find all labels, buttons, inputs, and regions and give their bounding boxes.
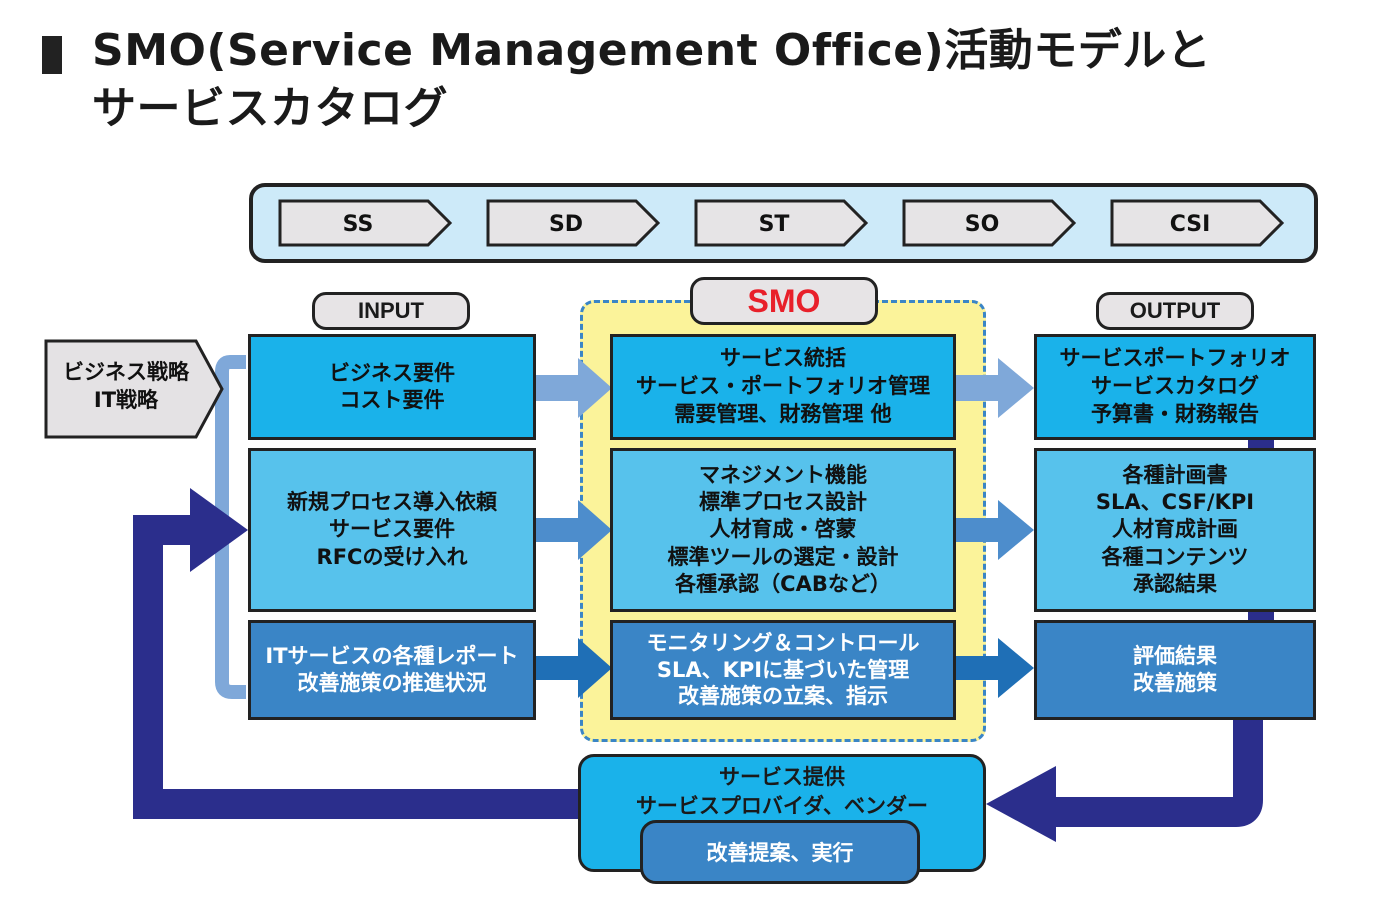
- phase-arrow: [278, 199, 453, 247]
- input-1-line: コスト要件: [339, 388, 445, 412]
- output-2-line: 承認結果: [1133, 571, 1217, 596]
- output-box-3: 評価結果 改善施策: [1034, 620, 1316, 720]
- output-box-1: サービスポートフォリオ サービスカタログ 予算書・財務報告: [1034, 334, 1316, 440]
- phase-arrow: [1110, 199, 1285, 247]
- flow-arrow-input-smo-2: [536, 500, 612, 560]
- smo-1-line: 需要管理、財務管理 他: [674, 401, 892, 426]
- smo-1-line: サービス統括: [720, 346, 846, 371]
- output-3-line: 改善施策: [1133, 671, 1217, 695]
- smo-2-line: 標準プロセス設計: [699, 490, 867, 515]
- input-1-line: ビジネス要件: [329, 360, 455, 385]
- smo-box-1: サービス統括 サービス・ポートフォリオ管理 需要管理、財務管理 他: [610, 334, 956, 440]
- feedback-return-line: [133, 515, 580, 819]
- output-header: OUTPUT: [1096, 292, 1254, 330]
- smo-2-line: 各種承認（CABなど）: [675, 571, 891, 596]
- smo-2-line: 標準ツールの選定・設計: [667, 544, 899, 569]
- feedback-arrowhead-right: [986, 766, 1056, 842]
- business-strategy-line: ビジネス戦略: [63, 360, 189, 384]
- feedback-loop-arrow: [1040, 716, 1263, 827]
- smo-box-3: モニタリング＆コントロール SLA、KPIに基づいた管理 改善施策の立案、指示: [610, 620, 956, 720]
- it-strategy-line: IT戦略: [93, 388, 159, 413]
- provider-line: サービスプロバイダ、ベンダー: [635, 794, 929, 818]
- smo-3-line: モニタリング＆コントロール: [646, 630, 920, 655]
- flow-arrow-input-smo-3: [536, 638, 612, 698]
- phase-label: SD: [549, 212, 583, 237]
- flow-arrow-smo-output-1: [956, 358, 1034, 418]
- smo-2-line: 人材育成・啓蒙: [709, 517, 857, 542]
- phase-label: ST: [759, 212, 790, 237]
- phase-arrow: [902, 199, 1077, 247]
- business-strategy-shape: [44, 339, 224, 439]
- flow-arrow-smo-output-2: [956, 500, 1034, 560]
- page-title: SMO(Service Management Office)活動モデルと サービ…: [92, 22, 1211, 138]
- phase-arrow: [486, 199, 661, 247]
- input-box-3: ITサービスの各種レポート 改善施策の推進状況: [248, 620, 536, 720]
- smo-1-line: サービス・ポートフォリオ管理: [636, 374, 930, 399]
- smo-3-line: SLA、KPIに基づいた管理: [656, 657, 910, 682]
- input-3-line: ITサービスの各種レポート: [265, 643, 519, 668]
- title-marker: [42, 36, 62, 74]
- output-2-line: 各種計画書: [1122, 462, 1228, 487]
- feedback-arrowhead-left: [190, 488, 248, 572]
- improvement-action-box: 改善提案、実行: [640, 820, 920, 884]
- input-2-line: 新規プロセス導入依頼: [287, 490, 497, 515]
- output-2-line: SLA、CSF/KPI: [1095, 490, 1255, 515]
- phase-label: SS: [343, 212, 374, 237]
- input-2-line: RFCの受け入れ: [316, 544, 468, 569]
- smo-box-2: マネジメント機能 標準プロセス設計 人材育成・啓蒙 標準ツールの選定・設計 各種…: [610, 448, 956, 612]
- flow-arrow-input-smo-1: [536, 358, 612, 418]
- input-box-2: 新規プロセス導入依頼 サービス要件 RFCの受け入れ: [248, 448, 536, 612]
- phase-label: SO: [965, 212, 1000, 237]
- input-2-line: サービス要件: [329, 517, 455, 542]
- input-3-line: 改善施策の推進状況: [297, 671, 487, 695]
- smo-header: SMO: [690, 277, 878, 325]
- title-line-1: SMO(Service Management Office)活動モデルと: [92, 25, 1212, 76]
- output-2-line: 各種コンテンツ: [1101, 544, 1249, 569]
- output-1-line: 予算書・財務報告: [1091, 401, 1259, 426]
- business-strategy-label: ビジネス戦略 IT戦略: [46, 358, 206, 415]
- flow-arrow-smo-output-3: [956, 638, 1034, 698]
- output-1-line: サービスカタログ: [1091, 374, 1259, 399]
- output-2-line: 人材育成計画: [1112, 517, 1238, 542]
- input-box-1: ビジネス要件 コスト要件: [248, 334, 536, 440]
- provider-line: サービス提供: [719, 765, 845, 789]
- smo-3-line: 改善施策の立案、指示: [678, 684, 888, 709]
- output-3-line: 評価結果: [1133, 643, 1217, 668]
- phase-arrow: [694, 199, 869, 247]
- title-line-2: サービスカタログ: [92, 83, 448, 134]
- output-1-line: サービスポートフォリオ: [1059, 346, 1291, 371]
- output-box-2: 各種計画書 SLA、CSF/KPI 人材育成計画 各種コンテンツ 承認結果: [1034, 448, 1316, 612]
- phase-label: CSI: [1170, 212, 1211, 237]
- smo-2-line: マネジメント機能: [699, 462, 867, 487]
- input-header: INPUT: [312, 292, 470, 330]
